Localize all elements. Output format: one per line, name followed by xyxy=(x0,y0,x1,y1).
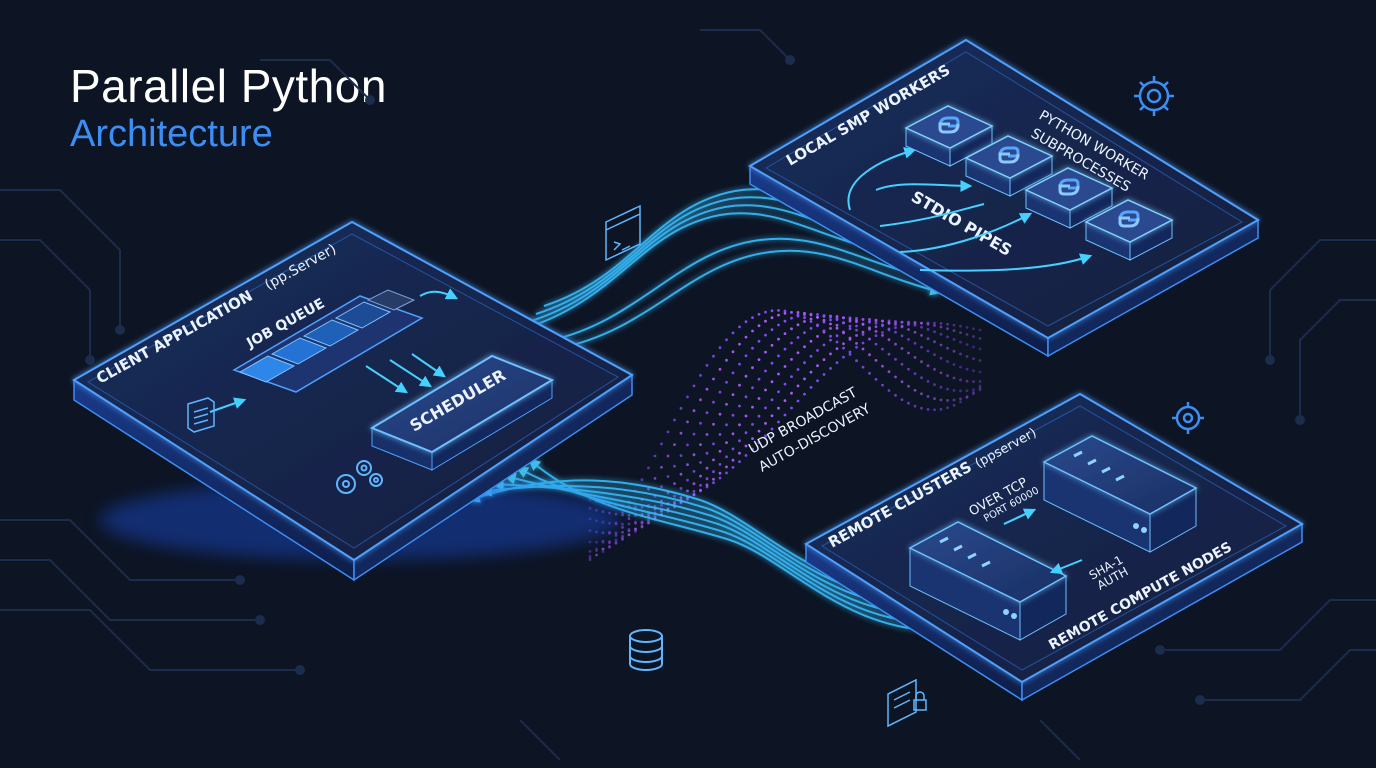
job-slot-3 xyxy=(302,319,360,347)
job-slot-5 xyxy=(366,289,416,311)
python-logo-icon xyxy=(938,116,960,134)
stdio-pipes xyxy=(847,146,1093,272)
queue-arrows xyxy=(209,288,459,413)
python-worker-4 xyxy=(1084,199,1174,261)
gears-icon xyxy=(336,460,383,494)
server-node-front xyxy=(908,521,1068,641)
document-icon xyxy=(187,397,215,433)
title-main: Parallel Python xyxy=(70,60,387,112)
circuit-nodes xyxy=(85,55,1305,705)
database-icon xyxy=(629,629,663,671)
python-worker-1 xyxy=(904,105,994,167)
title-sub: Architecture xyxy=(70,113,273,155)
python-logo-icon xyxy=(1118,210,1140,228)
python-logo-icon xyxy=(998,146,1020,164)
python-worker-2 xyxy=(964,135,1054,197)
scheduler-box xyxy=(369,354,555,471)
title-block: Parallel Python Architecture xyxy=(70,60,387,156)
udp-wave xyxy=(588,309,982,562)
remote-platform xyxy=(804,392,1305,702)
client-platform xyxy=(72,220,634,582)
job-queue xyxy=(232,289,424,393)
circuit-traces xyxy=(0,29,1376,761)
secure-document-icon xyxy=(887,678,927,728)
job-slot-1 xyxy=(238,355,296,383)
python-worker-3 xyxy=(1024,167,1114,229)
terminal-icon xyxy=(605,204,641,262)
job-slot-2 xyxy=(270,337,328,365)
tcp-arrows xyxy=(1003,508,1083,575)
gear-icon-small xyxy=(1172,402,1204,434)
python-logo-icon xyxy=(1058,178,1080,196)
job-slot-4 xyxy=(334,301,392,329)
local-platform xyxy=(748,38,1260,358)
server-node-back xyxy=(1042,435,1198,553)
gear-icon xyxy=(1134,76,1174,116)
